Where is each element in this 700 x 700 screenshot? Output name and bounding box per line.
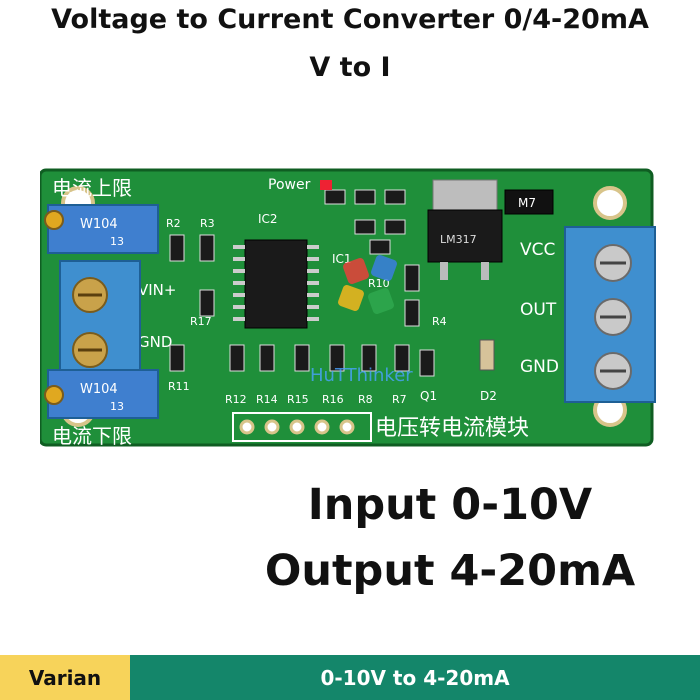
- pot-adjust-screw: [44, 385, 64, 405]
- watermark-text: HuTThinker: [310, 365, 413, 386]
- spec-output: Output 4-20mA: [264, 546, 636, 596]
- svg-text:R4: R4: [432, 315, 447, 328]
- svg-text:R3: R3: [200, 217, 215, 230]
- variant-option[interactable]: 0-10V to 4-20mA: [130, 655, 700, 700]
- product-title: Voltage to Current Converter 0/4-20mA: [51, 4, 649, 35]
- silk-d2: D2: [480, 389, 497, 403]
- product-photo: 电流上限 电流下限 电压转电流模块 Power VIN+ GND VCC OUT…: [38, 165, 665, 455]
- svg-text:R8: R8: [358, 393, 373, 406]
- ic2-pins: [233, 245, 319, 321]
- silk-power: Power: [268, 177, 311, 193]
- mount-hole: [593, 186, 627, 220]
- header-holes: [239, 419, 355, 435]
- ic2-chip: [244, 239, 308, 329]
- pot-lower-sub: 13: [110, 400, 124, 413]
- product-subtitle: V to I: [309, 52, 391, 83]
- silk-gnd-left: GND: [138, 333, 172, 351]
- pot-upper: [47, 204, 159, 254]
- silk-vin: VIN+: [138, 281, 176, 299]
- svg-text:R15: R15: [287, 393, 309, 406]
- svg-text:R12: R12: [225, 393, 247, 406]
- svg-text:R2: R2: [166, 217, 181, 230]
- resistor-labels: R2 R3 R17 R11 R12 R14 R15 R16 R8 R7 R4 R…: [166, 217, 447, 406]
- diode-m7: [504, 189, 554, 215]
- regulator-tab: [432, 179, 498, 213]
- pot-upper-label: W104: [80, 217, 118, 232]
- silk-out: OUT: [520, 300, 557, 320]
- variant-label: Varian: [0, 655, 130, 700]
- svg-text:R11: R11: [168, 380, 190, 393]
- pot-lower-label: W104: [80, 382, 118, 397]
- svg-text:R16: R16: [322, 393, 344, 406]
- pcb-board: 电流上限 电流下限 电压转电流模块 Power VIN+ GND VCC OUT…: [38, 168, 656, 448]
- silk-ic1: IC1: [332, 252, 352, 266]
- svg-text:R14: R14: [256, 393, 278, 406]
- pot-upper-sub: 13: [110, 235, 124, 248]
- silk-ic2: IC2: [258, 212, 278, 226]
- silk-gnd-right: GND: [520, 357, 559, 377]
- silk-module-name: 电压转电流模块: [375, 416, 529, 441]
- svg-text:R7: R7: [392, 393, 407, 406]
- silk-current-upper: 电流上限: [52, 176, 132, 200]
- variant-bar: Varian 0-10V to 4-20mA: [0, 655, 700, 700]
- regulator-body: [427, 209, 503, 263]
- silk-current-lower: 电流下限: [52, 424, 132, 448]
- svg-text:R10: R10: [368, 277, 390, 290]
- silk-vcc: VCC: [520, 240, 555, 260]
- pot-adjust-screw: [44, 210, 64, 230]
- watermark-logo: [338, 255, 397, 314]
- regulator-label: LM317: [440, 233, 477, 246]
- silk-q1: Q1: [420, 389, 437, 403]
- svg-text:R17: R17: [190, 315, 212, 328]
- spec-input: Input 0-10V: [307, 480, 593, 530]
- m7-label: M7: [518, 196, 536, 210]
- smd-components: [169, 180, 495, 377]
